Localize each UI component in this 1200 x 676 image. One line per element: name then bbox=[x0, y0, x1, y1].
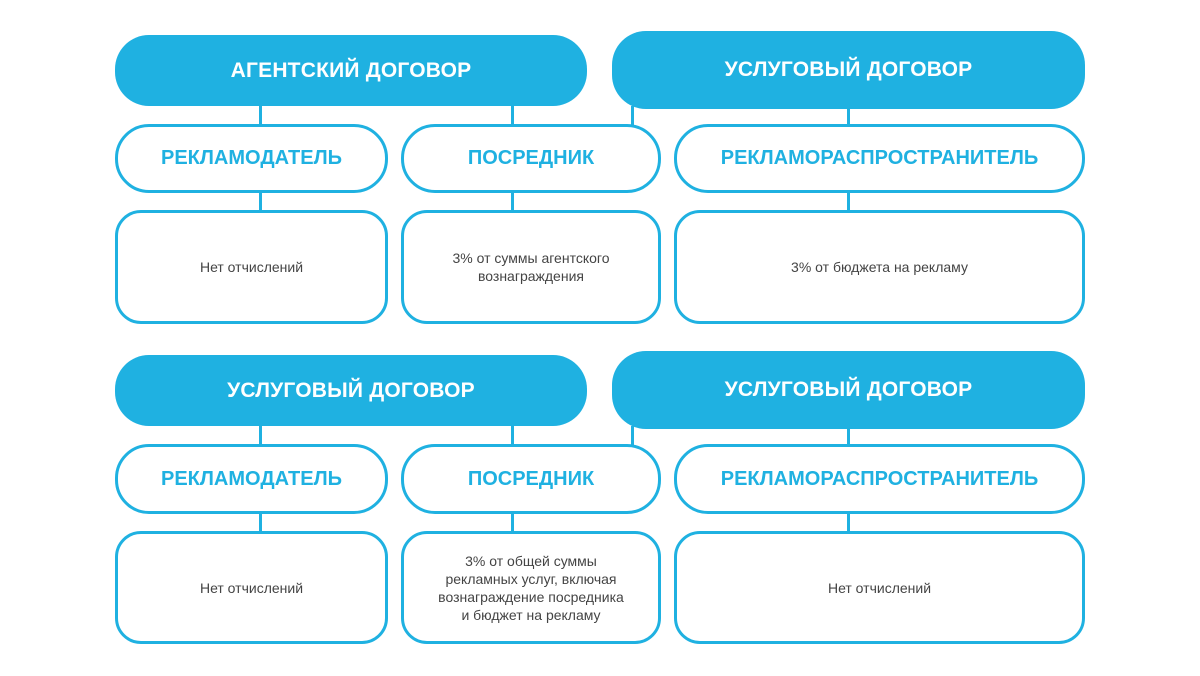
connector bbox=[259, 512, 262, 533]
role-advertiser: РЕКЛАМОДАТЕЛЬ bbox=[115, 444, 388, 514]
connector bbox=[259, 191, 262, 212]
deduction-distributor: Нет отчислений bbox=[674, 531, 1085, 644]
deduction-advertiser: Нет отчислений bbox=[115, 210, 388, 324]
service-contract-header: УСЛУГОВЫЙ ДОГОВОР bbox=[612, 31, 1085, 109]
connector bbox=[847, 512, 850, 533]
connector bbox=[631, 106, 634, 126]
deduction-intermediary: 3% от общей суммы рекламных услуг, включ… bbox=[401, 531, 661, 644]
connector bbox=[847, 191, 850, 212]
deduction-advertiser: Нет отчислений bbox=[115, 531, 388, 644]
connector bbox=[631, 426, 634, 446]
connector bbox=[511, 424, 514, 446]
role-distributor: РЕКЛАМОРАСПРОСТРАНИТЕЛЬ bbox=[674, 124, 1085, 193]
deduction-intermediary: 3% от суммы агентского вознаграждения bbox=[401, 210, 661, 324]
connector bbox=[511, 104, 514, 126]
deduction-distributor: 3% от бюджета на рекламу bbox=[674, 210, 1085, 324]
connector bbox=[259, 104, 262, 126]
role-intermediary: ПОСРЕДНИК bbox=[401, 124, 661, 193]
connector bbox=[511, 191, 514, 212]
connector bbox=[847, 106, 850, 126]
connector bbox=[847, 426, 850, 446]
role-advertiser: РЕКЛАМОДАТЕЛЬ bbox=[115, 124, 388, 193]
connector bbox=[511, 512, 514, 533]
role-distributor: РЕКЛАМОРАСПРОСТРАНИТЕЛЬ bbox=[674, 444, 1085, 514]
agency-contract-header: АГЕНТСКИЙ ДОГОВОР bbox=[115, 35, 587, 106]
role-intermediary: ПОСРЕДНИК bbox=[401, 444, 661, 514]
service-contract-header-right: УСЛУГОВЫЙ ДОГОВОР bbox=[612, 351, 1085, 429]
service-contract-header-left: УСЛУГОВЫЙ ДОГОВОР bbox=[115, 355, 587, 426]
connector bbox=[259, 424, 262, 446]
